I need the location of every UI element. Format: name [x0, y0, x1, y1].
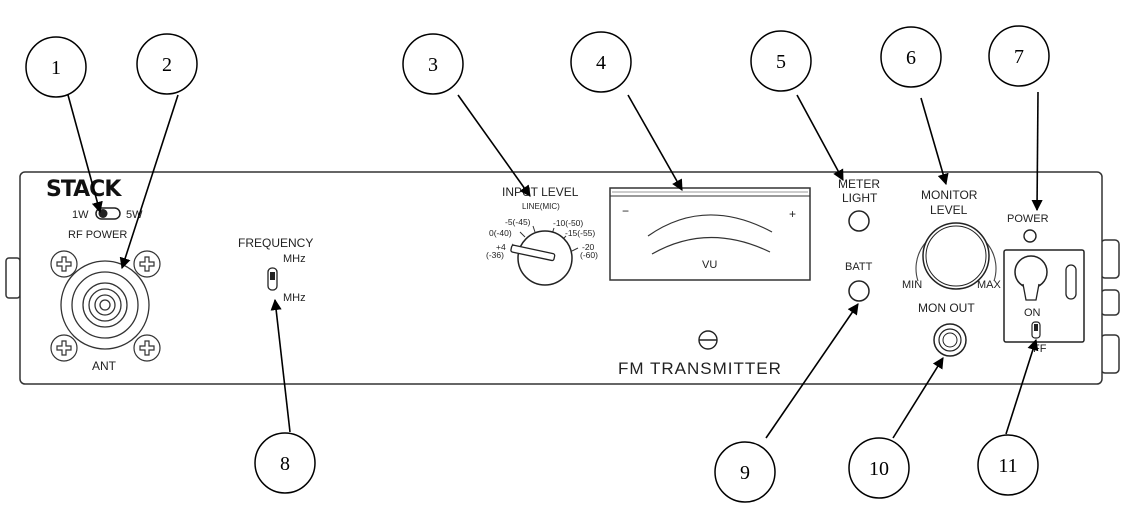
- svg-text:9: 9: [740, 462, 750, 484]
- batt-label: BATT: [845, 261, 873, 273]
- scale-label: -20: [582, 242, 595, 252]
- batt-button[interactable]: [848, 280, 870, 302]
- mon-out-label: MON OUT: [918, 301, 975, 315]
- svg-text:11: 11: [998, 455, 1017, 477]
- brand-logo: STACK: [46, 177, 122, 202]
- callout-1: 1: [25, 36, 87, 98]
- monitor-level-knob[interactable]: [922, 222, 990, 290]
- vu-minus-label: −: [622, 204, 629, 218]
- power-switch-lever: [1014, 255, 1077, 301]
- fm-transmitter-label: FM TRANSMITTER: [618, 359, 782, 378]
- scale-label: +4: [496, 242, 506, 252]
- callout-10: 10: [848, 437, 910, 499]
- meter-light-button[interactable]: [848, 210, 870, 232]
- input-level-label: INPUT LEVEL: [502, 185, 579, 199]
- mhz-top-label: MHz: [283, 253, 306, 265]
- mhz-bottom-label: MHz: [283, 292, 306, 304]
- vu-label: VU: [702, 259, 717, 271]
- scale-label: (-60): [580, 250, 598, 260]
- callout-6: 6: [880, 26, 942, 88]
- right-mount-tabs: [1100, 239, 1120, 374]
- monitor-level-label-2: LEVEL: [930, 203, 968, 217]
- input-level-knob[interactable]: [510, 230, 573, 286]
- min-label: MIN: [902, 279, 922, 291]
- callout-5: 5: [750, 30, 812, 92]
- svg-text:1: 1: [51, 57, 61, 79]
- svg-text:6: 6: [906, 47, 916, 69]
- callout-2: 2: [136, 33, 198, 95]
- max-label: MAX: [977, 279, 1002, 291]
- rf-power-label: RF POWER: [68, 229, 127, 241]
- callout-4: 4: [570, 31, 632, 93]
- scale-label: (-36): [486, 250, 504, 260]
- antenna-connector[interactable]: [60, 260, 150, 350]
- ant-label: ANT: [92, 359, 117, 373]
- frequency-label: FREQUENCY: [238, 236, 313, 250]
- power-indicator: [1023, 229, 1037, 243]
- scale-label: -15(-55): [565, 228, 595, 238]
- svg-text:5: 5: [776, 51, 786, 73]
- callout-8: 8: [254, 432, 316, 494]
- callout-9: 9: [714, 441, 776, 503]
- antenna-screws: [50, 250, 161, 362]
- vu-plus-label: +: [789, 207, 796, 221]
- power-1w-label: 1W: [72, 209, 89, 221]
- on-label: ON: [1024, 307, 1041, 319]
- svg-text:3: 3: [428, 54, 438, 76]
- scale-label: -10(-50): [553, 218, 583, 228]
- scale-label: 0(-40): [489, 228, 512, 238]
- callout-3: 3: [402, 33, 464, 95]
- power-switch[interactable]: [1031, 321, 1041, 339]
- monitor-level-label-1: MONITOR: [921, 188, 978, 202]
- scale-label: -5(-45): [505, 217, 531, 227]
- power-label: POWER: [1007, 213, 1049, 225]
- callout-7: 7: [988, 25, 1050, 87]
- svg-text:10: 10: [869, 458, 889, 480]
- left-mount-tab: [5, 257, 21, 299]
- svg-text:7: 7: [1014, 46, 1024, 68]
- center-screw: [698, 330, 718, 350]
- meter-light-label-1: METER: [838, 177, 880, 191]
- svg-text:8: 8: [280, 453, 290, 475]
- line-mic-label: LINE(MIC): [522, 202, 560, 211]
- svg-text:4: 4: [596, 52, 606, 74]
- callout-leaders: [67, 91, 1043, 439]
- frequency-switch[interactable]: [267, 267, 278, 291]
- callout-11: 11: [977, 434, 1039, 496]
- meter-light-label-2: LIGHT: [842, 191, 878, 205]
- vu-meter: [609, 187, 811, 281]
- svg-text:2: 2: [162, 54, 172, 76]
- mon-out-jack[interactable]: [933, 323, 967, 357]
